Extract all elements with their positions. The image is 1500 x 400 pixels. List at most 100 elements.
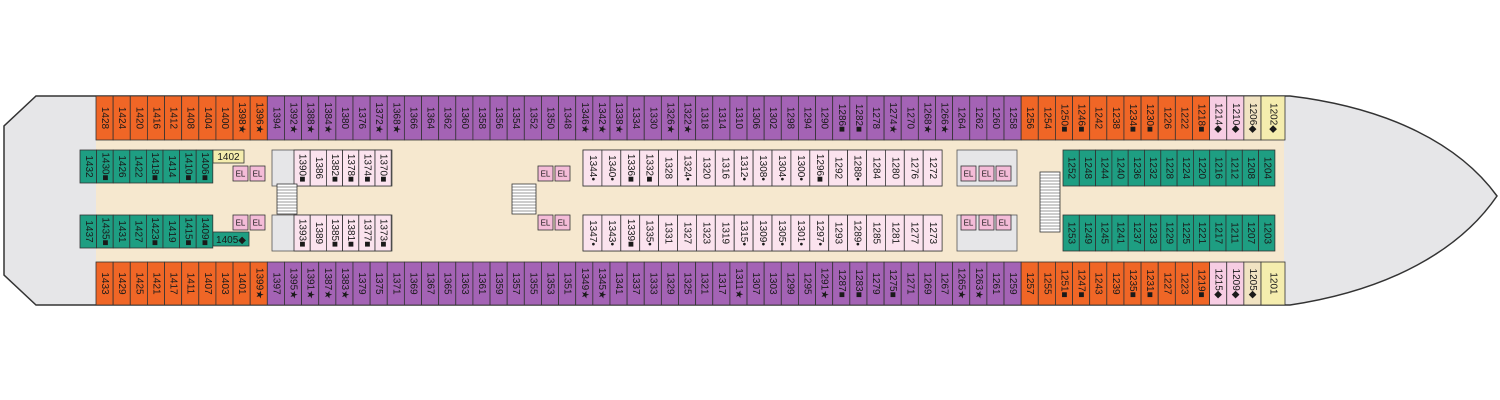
cabin-label: 1415■ <box>182 217 193 245</box>
cabin-label: 1218■ <box>1196 104 1207 132</box>
cabin-1406[interactable] <box>195 149 214 184</box>
cabin-label: 1208 <box>1245 157 1256 180</box>
cabin-label: 1431 <box>116 220 127 243</box>
cabin-label: 1236 <box>1131 157 1142 180</box>
cabin-label: 1337 <box>630 272 641 295</box>
cabin-label: 1432 <box>83 155 94 178</box>
stairs <box>276 183 298 215</box>
cabin-label: 1297• <box>814 220 825 246</box>
cabin-label: 1330 <box>647 107 658 130</box>
cabin-label: 1408 <box>185 107 196 130</box>
elevator[interactable] <box>995 214 1012 231</box>
elevator[interactable] <box>978 214 995 231</box>
cabin-label: 1411 <box>185 273 196 295</box>
cabin-label: 1252 <box>1066 157 1077 180</box>
elevator-label: EL <box>999 219 1009 228</box>
cabin-label: 1310 <box>733 107 744 130</box>
cabin-1370[interactable] <box>374 149 392 187</box>
cabin-label: 1259 <box>1007 272 1018 295</box>
cabin-label: 1346★ <box>579 102 590 133</box>
cabin-label: 1359 <box>493 272 504 295</box>
elevator[interactable] <box>249 165 266 182</box>
cabin-1204[interactable] <box>1258 149 1276 187</box>
cabin-1373[interactable] <box>374 214 392 252</box>
cabin-label: 1353 <box>545 272 556 295</box>
cabin-label: 1399★ <box>253 268 264 299</box>
cabin-label: 1389 <box>313 222 324 245</box>
cabin-1405[interactable] <box>212 231 250 247</box>
elevator[interactable] <box>554 214 571 231</box>
elevator[interactable] <box>554 165 571 182</box>
elevator[interactable] <box>232 214 249 231</box>
cabin-label: 1378■ <box>345 154 356 182</box>
elevator-label: EL <box>558 219 568 228</box>
cabin-label: 1356 <box>493 107 504 130</box>
elevator[interactable] <box>249 214 266 231</box>
elevator-label: EL <box>541 219 551 228</box>
cabin-label: 1220 <box>1196 157 1207 180</box>
cabin-label: 1209◆ <box>1230 269 1241 299</box>
cabin-label: 1264 <box>956 107 967 130</box>
cabin-label: 1285 <box>870 222 881 245</box>
cabin-label: 1345★ <box>596 268 607 299</box>
cabin-1402[interactable] <box>212 149 245 164</box>
cabin-label: 1295 <box>801 272 812 295</box>
cabin-label: 1414 <box>166 155 177 178</box>
cabin-label: 1232 <box>1147 157 1158 180</box>
cabin-1203[interactable] <box>1258 214 1276 252</box>
elevator[interactable] <box>978 165 995 182</box>
cabin-label: 1390■ <box>297 154 308 182</box>
cabin-1272[interactable] <box>922 149 943 187</box>
cabin-label: 1283■ <box>853 269 864 297</box>
cabin-1409[interactable] <box>195 214 214 249</box>
cabin-label: 1217 <box>1212 222 1223 245</box>
cabin-label: 1319 <box>719 222 730 245</box>
elevator[interactable] <box>537 214 554 231</box>
cabin-label: 1395★ <box>288 268 299 299</box>
cabin-label: 1268★ <box>921 102 932 133</box>
cabin-label: 1226 <box>1161 107 1172 130</box>
cabin-label: 1294 <box>801 107 812 130</box>
cabin-label: 1201 <box>1268 272 1279 295</box>
cabin-label: 1245 <box>1098 222 1109 245</box>
cabin-1202[interactable] <box>1260 95 1286 141</box>
cabin-label: 1409■ <box>199 217 210 245</box>
cabin-label: 1316 <box>719 157 730 180</box>
cabin-label: 1379 <box>356 272 367 295</box>
cabin-label: 1255 <box>1041 272 1052 295</box>
cabin-label: 1348 <box>562 107 573 130</box>
elevator[interactable] <box>232 165 249 182</box>
cabin-label: 1391★ <box>305 268 316 299</box>
cabin-label: 1296■ <box>814 154 825 182</box>
cabin-label: 1363 <box>459 272 470 295</box>
cabin-label: 1429 <box>116 272 127 295</box>
cabin-label: 1367 <box>425 272 436 295</box>
elevator[interactable] <box>960 165 977 182</box>
cabin-label: 1380 <box>339 107 350 130</box>
cabin-label: 1366 <box>407 107 418 130</box>
cabin-label: 1273 <box>927 222 938 245</box>
elevator[interactable] <box>537 165 554 182</box>
cabin-label: 1276 <box>908 157 919 180</box>
cabin-label: 1338★ <box>613 102 624 133</box>
elevator-label: EL <box>236 170 246 179</box>
elevator[interactable] <box>995 165 1012 182</box>
elevator-label: EL <box>558 170 568 179</box>
cabin-label: 1288• <box>852 155 863 181</box>
cabin-label: 1253 <box>1066 222 1077 245</box>
elevator-label: EL <box>999 170 1009 179</box>
cabin-1273[interactable] <box>922 214 943 252</box>
elevator-label: EL <box>253 219 263 228</box>
cabin-label: 1341 <box>613 272 624 295</box>
cabin-label: 1224 <box>1180 157 1191 180</box>
elevator-label: EL <box>541 170 551 179</box>
cabin-label: 1361 <box>476 272 487 295</box>
elevator[interactable] <box>960 214 977 231</box>
cabin-1201[interactable] <box>1260 261 1286 306</box>
cabin-label: 1205◆ <box>1247 269 1258 299</box>
cabin-label: 1400 <box>219 107 230 130</box>
cabin-label: 1370■ <box>378 154 389 182</box>
cabin-label: 1427 <box>133 220 144 243</box>
stairs <box>1039 171 1061 233</box>
cabin-label: 1219■ <box>1196 269 1207 297</box>
